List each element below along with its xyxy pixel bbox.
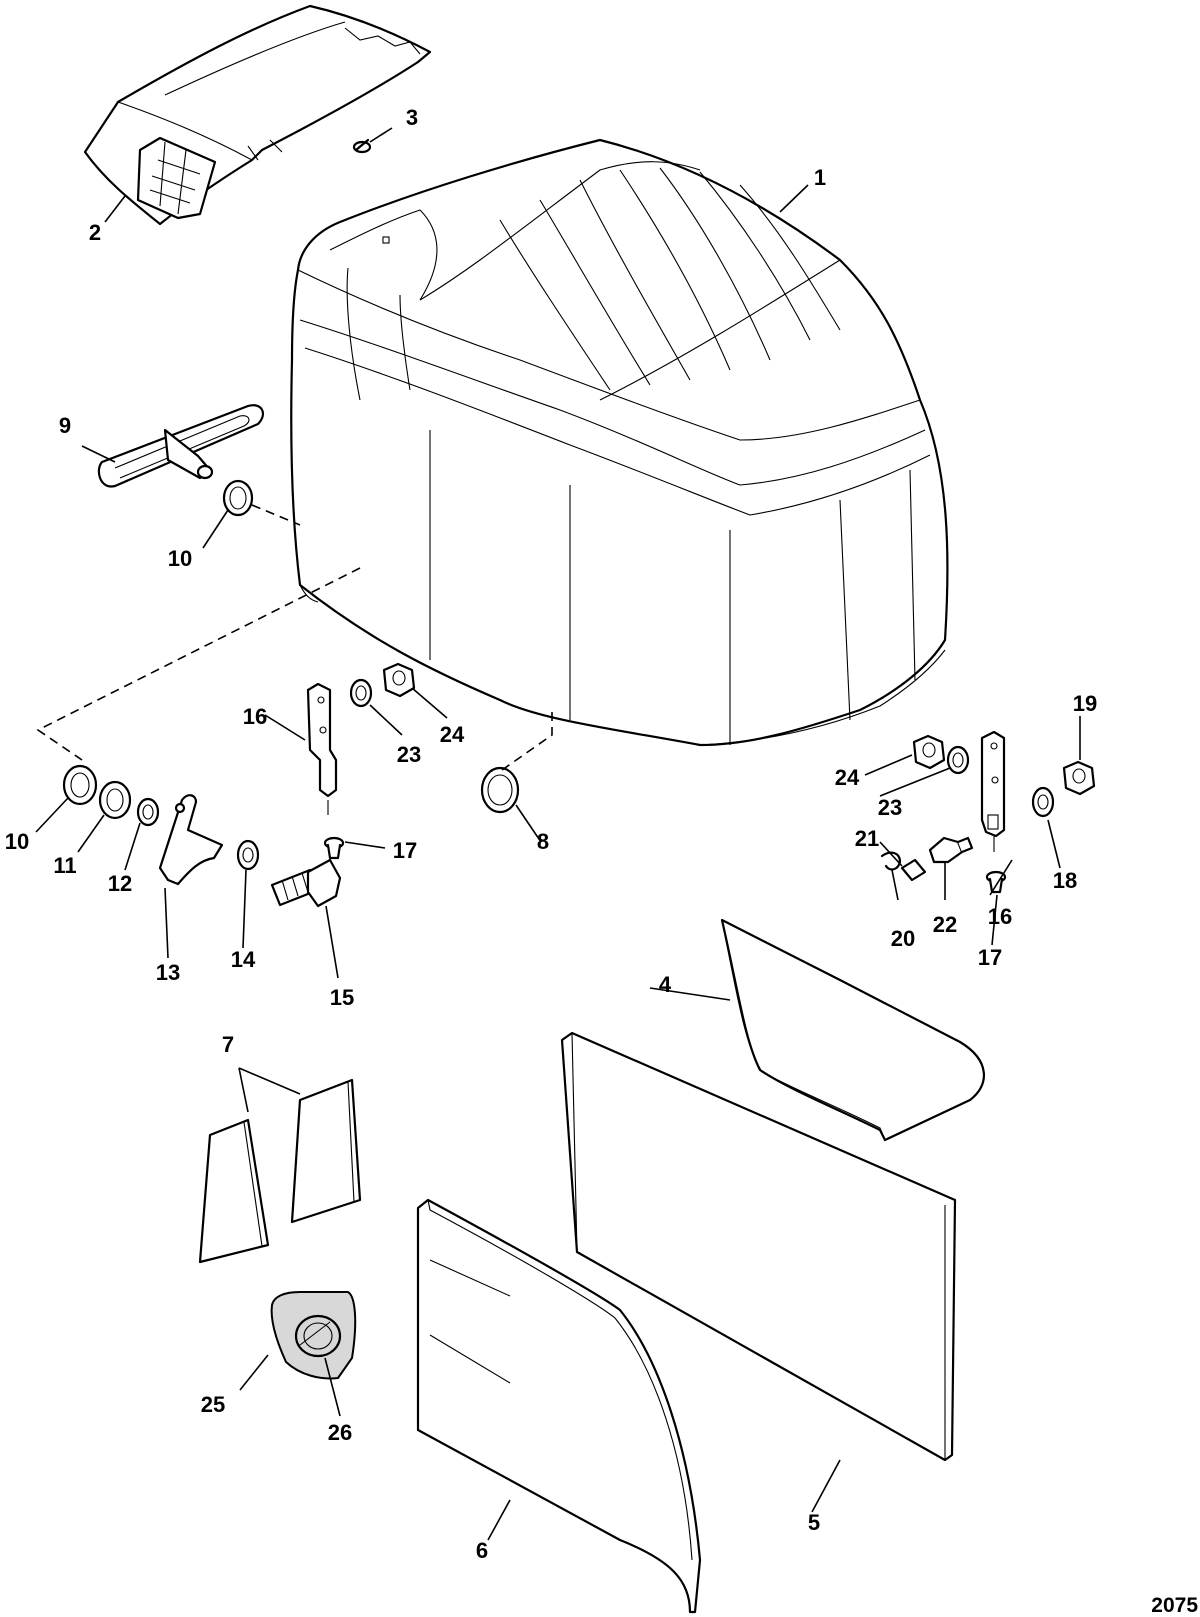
- callout-9: 9: [59, 413, 71, 438]
- washer-18-part: [1031, 786, 1055, 818]
- stud-22-part: [928, 836, 974, 864]
- callout-25: 25: [201, 1392, 225, 1417]
- washer-23-left-part: [349, 678, 373, 708]
- nut-19-part: [1062, 760, 1096, 796]
- leader-lines: [35, 127, 1081, 1541]
- callout-19: 19: [1073, 691, 1097, 716]
- bracket-left-part: [306, 682, 338, 815]
- callout-24-left: 24: [440, 722, 465, 747]
- grommet-upper-part: [222, 479, 254, 517]
- washer-23-right-part: [946, 745, 970, 775]
- plug-part: [480, 766, 520, 814]
- callout-12: 12: [108, 871, 132, 896]
- callout-17-left: 17: [393, 838, 417, 863]
- decal-panel-4-part: [720, 918, 985, 1142]
- callout-2: 2: [89, 220, 101, 245]
- callout-5: 5: [808, 1510, 820, 1535]
- nut-24-left-part: [382, 662, 416, 698]
- small-panel-7a-part: [198, 1118, 270, 1264]
- callout-14: 14: [231, 947, 256, 972]
- callout-8: 8: [537, 829, 549, 854]
- grommet-lower-part: [62, 764, 98, 806]
- latch-hook-part: [158, 794, 224, 886]
- callout-7: 7: [222, 1032, 234, 1057]
- callout-labels: 1 2 3 4 5 6 7 8 9 10 10 11 12 13 14 15 1…: [5, 105, 1097, 1563]
- callout-21: 21: [855, 826, 879, 851]
- callout-13: 13: [156, 960, 180, 985]
- latch-handle-part: [97, 404, 265, 488]
- washer-14-part: [236, 839, 260, 871]
- bracket-right-part: [980, 730, 1006, 852]
- washer-12-part: [136, 797, 160, 827]
- screw-17-left-part: [323, 836, 345, 860]
- callout-10-upper: 10: [168, 546, 192, 571]
- callout-18: 18: [1053, 868, 1077, 893]
- rear-vent-cover-part: [83, 4, 432, 226]
- callout-1: 1: [814, 165, 826, 190]
- touch-up-paint-bottle-part: [270, 1291, 357, 1380]
- callout-20: 20: [891, 926, 915, 951]
- callout-23-left: 23: [397, 742, 421, 767]
- callout-3: 3: [406, 105, 418, 130]
- bushing-part: [98, 780, 132, 820]
- top-cowl-part: [290, 138, 949, 747]
- callout-15: 15: [330, 985, 354, 1010]
- callout-23-right: 23: [878, 795, 902, 820]
- callout-17-right: 17: [978, 945, 1002, 970]
- callout-4: 4: [659, 972, 672, 997]
- callout-26: 26: [328, 1420, 352, 1445]
- bolt-part: [270, 858, 342, 908]
- figure-number: 2075: [1151, 1594, 1198, 1617]
- callout-11: 11: [53, 853, 76, 878]
- small-panel-7b-part: [290, 1078, 362, 1224]
- side-panel-6-part: [416, 1198, 702, 1614]
- side-panel-5-part: [560, 1031, 957, 1462]
- callout-10-lower: 10: [5, 829, 29, 854]
- callout-16-left: 16: [243, 704, 267, 729]
- callout-24-right: 24: [835, 765, 860, 790]
- callout-6: 6: [476, 1538, 488, 1563]
- screw-part: [352, 138, 372, 154]
- callout-16-right: 16: [988, 904, 1012, 929]
- assembly-lines: [36, 504, 553, 771]
- pin-21-part: [900, 858, 927, 882]
- nut-24-right-part: [912, 734, 946, 770]
- callout-22: 22: [933, 912, 957, 937]
